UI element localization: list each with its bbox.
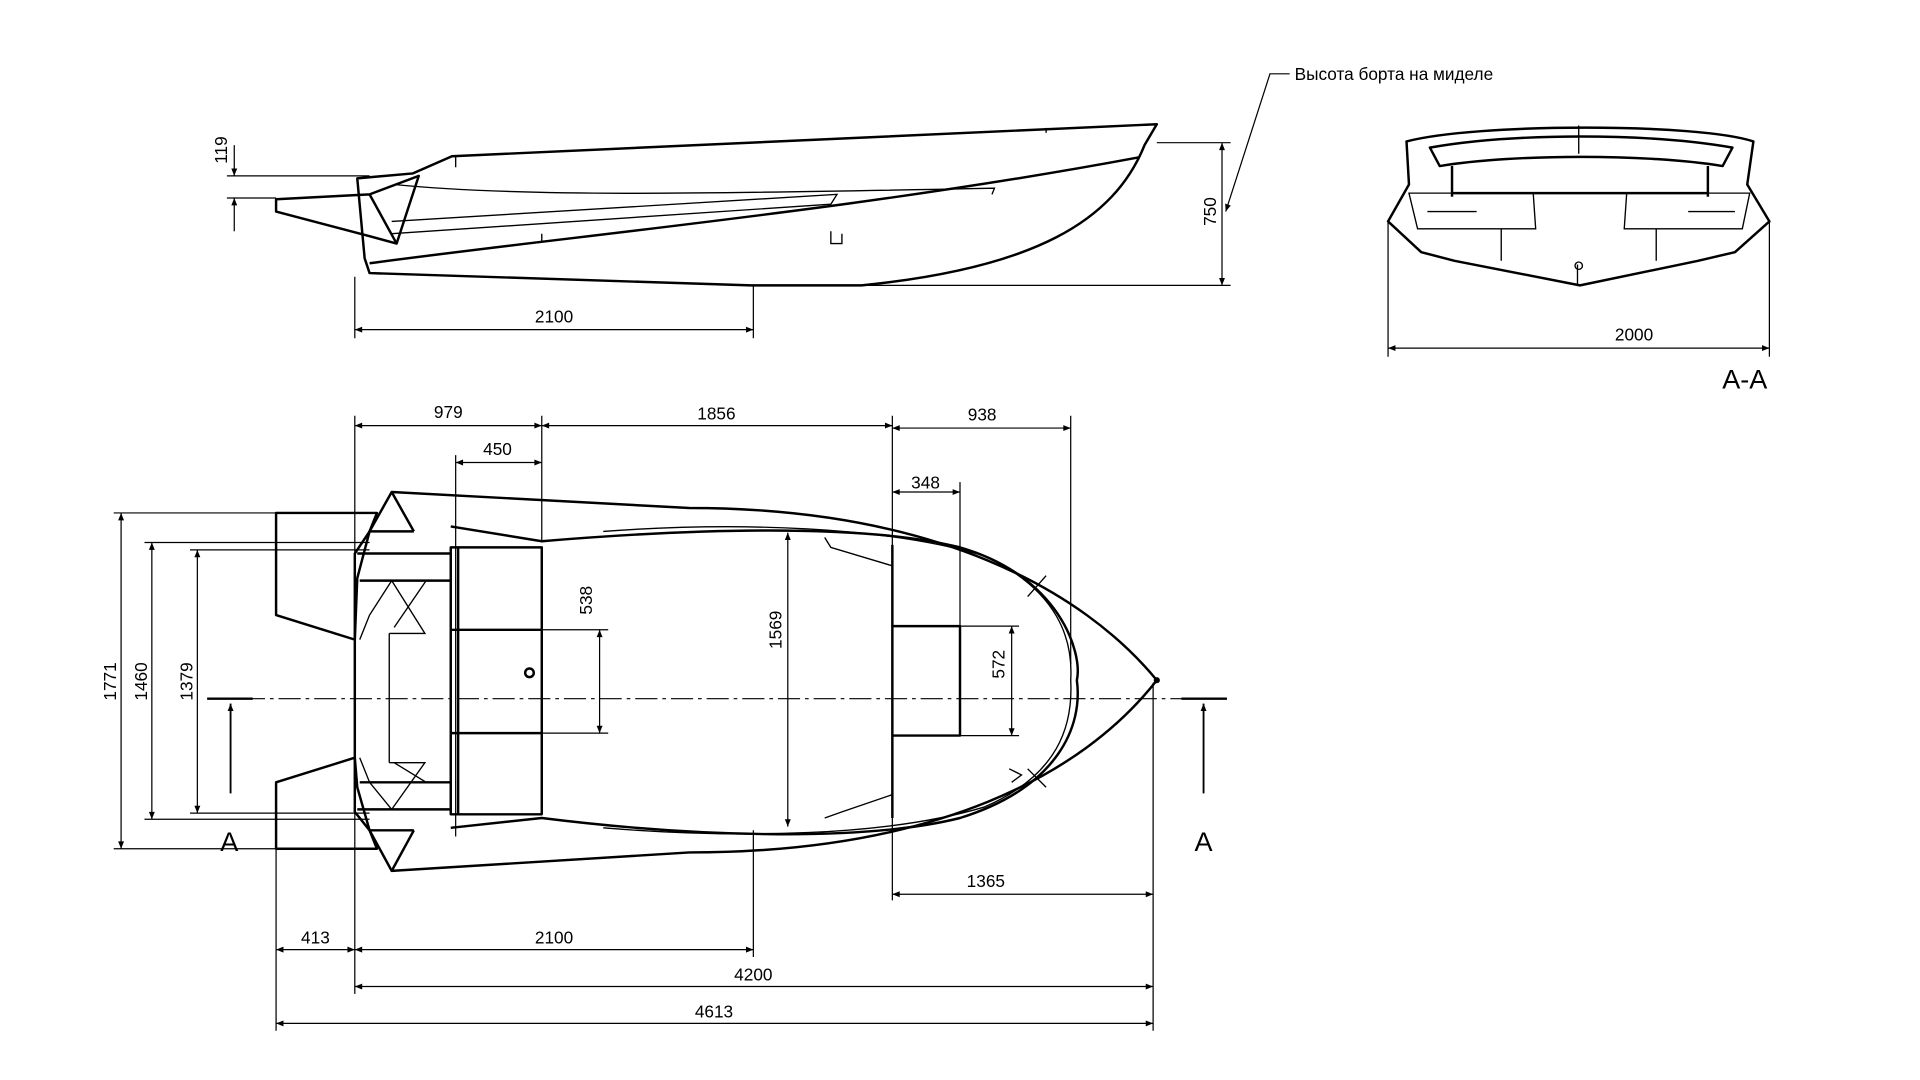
callout-label: Высота борта на миделе	[1295, 64, 1494, 84]
hull-plan-outline	[353, 490, 1159, 873]
top-view: 979 1856 938 450 348 538 1569 572 1771 1…	[100, 402, 1227, 1031]
dim-538: 538	[576, 586, 596, 615]
dim-2100-top: 2100	[535, 927, 573, 947]
dim-1460: 1460	[131, 662, 151, 700]
front-bench	[449, 546, 544, 816]
section-outline	[1386, 126, 1771, 287]
dim-2000: 2000	[1615, 325, 1653, 345]
dim-2100-side: 2100	[535, 306, 573, 326]
dim-4200: 4200	[734, 964, 772, 984]
section-mark-left: A	[220, 827, 238, 857]
side-view: 119 750 2100 Высота борта на миделе	[211, 64, 1494, 339]
dim-750: 750	[1200, 197, 1220, 226]
dim-450: 450	[483, 439, 512, 459]
dim-1365: 1365	[967, 871, 1005, 891]
dim-572: 572	[988, 650, 1008, 679]
dim-979: 979	[434, 402, 463, 422]
dim-1771: 1771	[100, 662, 120, 700]
dim-4613: 4613	[695, 1001, 733, 1021]
dim-938: 938	[968, 405, 997, 425]
dim-1379: 1379	[176, 662, 196, 700]
hull-side-outline	[356, 123, 1159, 287]
rear-bench	[891, 544, 962, 818]
dim-348: 348	[911, 472, 940, 492]
section-a-a: 2000 A-A	[1386, 125, 1771, 395]
outboard-bracket-side	[274, 174, 421, 245]
dim-1569: 1569	[766, 611, 786, 649]
motor-well	[274, 511, 379, 850]
section-label: A-A	[1722, 365, 1767, 395]
dim-1856: 1856	[697, 403, 735, 423]
gunwale-rail	[391, 183, 996, 235]
inner-rim	[450, 525, 1079, 836]
chine-line	[369, 156, 1139, 265]
dim-413: 413	[301, 927, 330, 947]
dim-119: 119	[211, 136, 231, 163]
section-mark-right: A	[1195, 827, 1213, 857]
